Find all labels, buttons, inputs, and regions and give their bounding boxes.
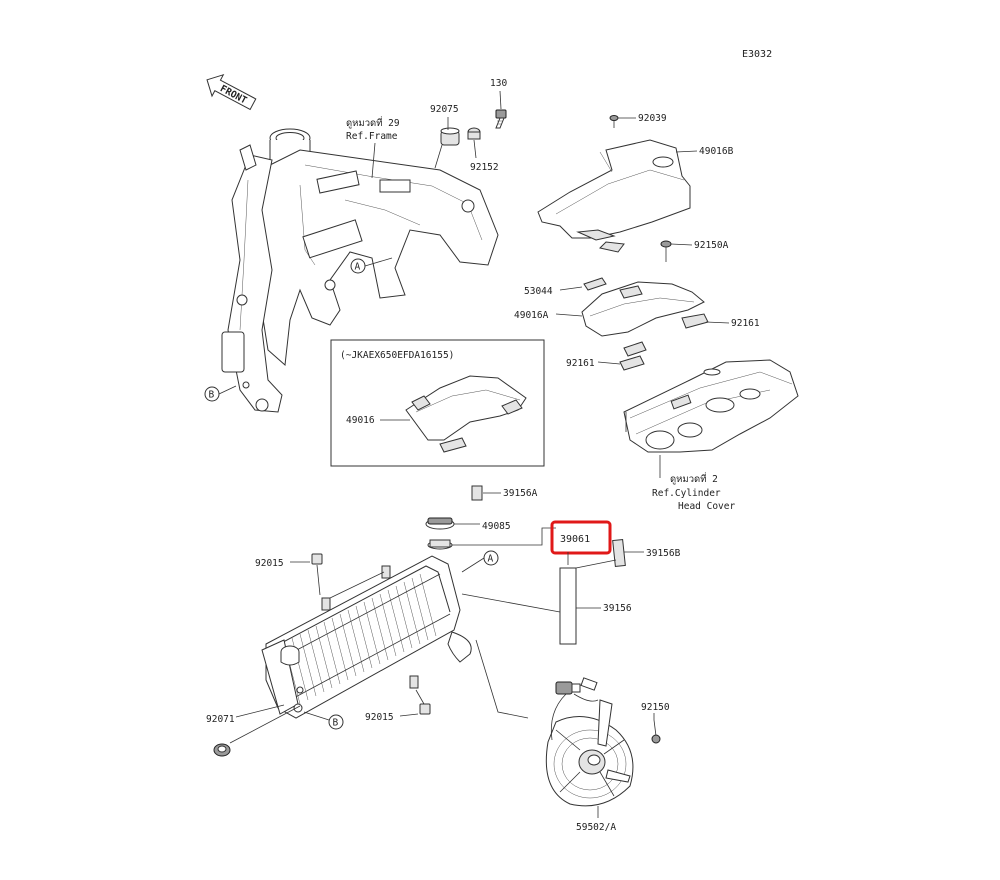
part-label-92015-a: 92015	[255, 558, 284, 569]
cylinder-ref-line1: ดูหมวดที่ 2	[670, 472, 718, 485]
part-label-39061: 39061	[560, 534, 590, 545]
screw-92039	[609, 115, 619, 128]
highlight-39061	[550, 520, 612, 555]
cover-49016A	[581, 281, 709, 357]
inset-part-label-49016: 49016	[346, 415, 375, 426]
radiator-fins	[283, 573, 437, 705]
cap-49085	[425, 517, 455, 550]
inset-box: (~JKAEX650EFDA16155) 49016	[330, 339, 545, 467]
part-label-39156B: 39156B	[646, 548, 681, 559]
cylinder-head-cover-drawing	[623, 359, 799, 453]
seal-39156	[559, 567, 577, 645]
cooling-fan-drawing	[545, 677, 634, 807]
callout-b-radiator-label: B	[333, 718, 339, 729]
part-label-92039: 92039	[638, 113, 667, 124]
bolt-92150	[651, 719, 661, 744]
callout-a-radiator-label: A	[488, 554, 494, 565]
cylinder-ref-line3: Head Cover	[678, 501, 735, 512]
callout-b-radiator	[328, 714, 344, 730]
part-label-92015-b: 92015	[365, 712, 394, 723]
seal-39156A	[471, 485, 483, 501]
inset-title: (~JKAEX650EFDA16155)	[340, 350, 454, 361]
part-label-49016B: 49016B	[699, 146, 734, 157]
part-label-92161-a: 92161	[731, 318, 760, 329]
frame-drawing	[221, 128, 499, 413]
grommet-92071	[213, 743, 231, 757]
grommet-92075	[440, 127, 460, 146]
part-label-92150A: 92150A	[694, 240, 729, 251]
bolt-130	[495, 109, 507, 129]
callout-a-frame-label: A	[355, 262, 361, 273]
pad-53044	[583, 277, 607, 291]
part-label-49085: 49085	[482, 521, 511, 532]
nut-92015-upper	[311, 553, 323, 565]
part-label-92075: 92075	[430, 104, 459, 115]
part-label-53044: 53044	[524, 286, 553, 297]
callout-b-frame-label: B	[209, 390, 215, 401]
bolt-92150A	[660, 240, 672, 262]
cylinder-ref-line2: Ref.Cylinder	[652, 488, 721, 499]
frame-ref-line1: ดูหมวดที่ 29	[346, 116, 400, 129]
part-label-92071: 92071	[206, 714, 235, 725]
diagram-code: E3032	[742, 49, 772, 60]
frame-ref-line2: Ref.Frame	[346, 131, 398, 142]
part-label-39156A: 39156A	[503, 488, 538, 499]
part-label-49016A: 49016A	[514, 310, 549, 321]
part-label-39156: 39156	[603, 603, 632, 614]
nut-92015-lower	[419, 703, 431, 715]
part-label-92152: 92152	[470, 162, 499, 173]
seal-39156B	[612, 538, 626, 568]
collar-92152	[467, 127, 481, 140]
front-arrow-icon: FRONT	[206, 74, 257, 111]
cover-49016B	[537, 139, 691, 253]
part-label-130: 130	[490, 78, 507, 89]
part-label-59502A: 59502/A	[576, 822, 616, 833]
radiator-drawing	[261, 555, 472, 719]
part-label-92150: 92150	[641, 702, 670, 713]
pad-92161-lower	[619, 355, 645, 371]
part-label-92161-b: 92161	[566, 358, 595, 369]
